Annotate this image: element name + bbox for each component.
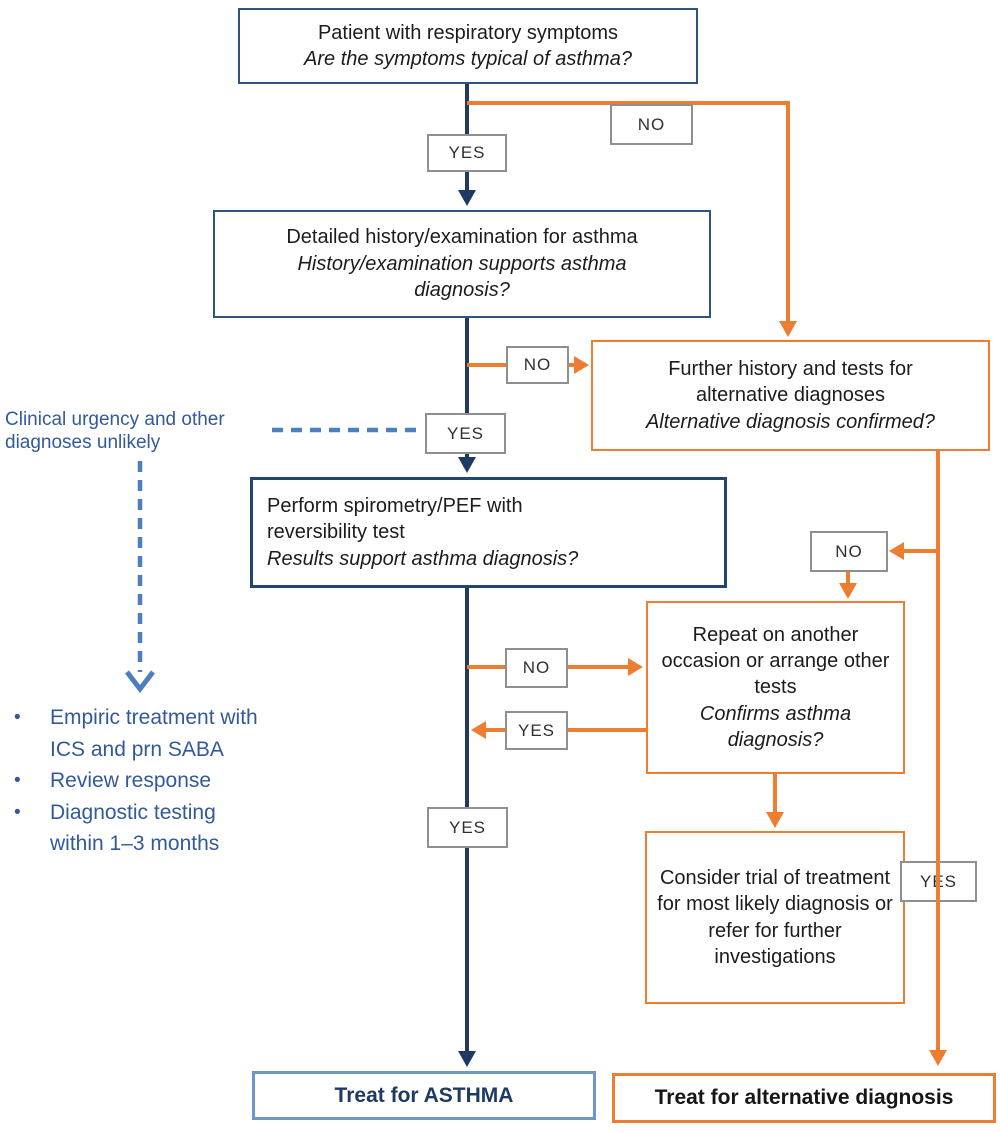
label-no-spirometry: NO	[505, 648, 568, 688]
node-treat-asthma: Treat for ASTHMA	[252, 1071, 596, 1120]
node-question: Confirms asthma diagnosis?	[699, 702, 852, 752]
list-item-text: Review response	[50, 769, 212, 792]
bullet-icon: •	[14, 770, 21, 791]
node-statement: Repeat on another occasion or arrange ot…	[661, 623, 890, 699]
list-item-text: Empiric treatment with ICS and prn SABA	[50, 706, 258, 761]
label-yes-top: YES	[427, 134, 507, 172]
node-question: Results support asthma diagnosis?	[267, 547, 579, 570]
navy-arrowheads	[458, 190, 476, 1067]
node-question: Are the symptoms typical of asthma?	[304, 48, 632, 70]
node-statement: Further history and tests for alternativ…	[668, 357, 913, 407]
orange-arrowhead	[929, 1050, 947, 1066]
node-consider-trial: Consider trial of treatment for most lik…	[645, 831, 905, 1004]
label-yes-repeat: YES	[505, 711, 568, 750]
node-treat-alternative: Treat for alternative diagnosis	[612, 1073, 996, 1123]
label-no-history: NO	[506, 346, 569, 384]
list-item: • Empiric treatment with ICS and prn SAB…	[14, 702, 266, 765]
node-statement: Detailed history/examination for asthma	[286, 226, 638, 249]
node-statement: Patient with respiratory symptoms	[317, 21, 619, 44]
bullet-icon: •	[14, 707, 21, 728]
label-yes-spirometry: YES	[427, 807, 508, 848]
empiric-treatment-list: • Empiric treatment with ICS and prn SAB…	[14, 702, 266, 860]
list-item-text: Diagnostic testing within 1–3 months	[50, 800, 220, 856]
node-detailed-history: Detailed history/examination for asthma …	[213, 210, 711, 318]
dashed-arrow-chevron	[125, 670, 155, 694]
list-item: • Review response	[14, 765, 266, 797]
label-yes-history: YES	[425, 413, 506, 454]
node-patient-symptoms: Patient with respiratory symptoms Are th…	[238, 8, 698, 84]
node-repeat-tests: Repeat on another occasion or arrange ot…	[646, 601, 905, 774]
node-statement: Perform spirometry/PEF with reversibilit…	[267, 494, 523, 544]
node-statement: Treat for ASTHMA	[334, 1083, 514, 1107]
label-no-further: NO	[810, 531, 888, 572]
list-item: • Diagnostic testing within 1–3 months	[14, 797, 266, 860]
label-no-top: NO	[610, 104, 693, 145]
node-spirometry-pef: Perform spirometry/PEF with reversibilit…	[250, 477, 727, 588]
node-statement: Treat for alternative diagnosis	[654, 1086, 954, 1110]
label-yes-alternative: YES	[900, 861, 977, 902]
node-further-history-tests: Further history and tests for alternativ…	[591, 340, 990, 451]
node-question: History/examination supports asthma diag…	[297, 252, 627, 302]
node-question: Alternative diagnosis confirmed?	[645, 410, 936, 433]
clinical-urgency-note: Clinical urgency and other diagnoses unl…	[5, 409, 225, 454]
bullet-icon: •	[14, 801, 21, 823]
node-statement: Consider trial of treatment for most lik…	[657, 866, 893, 968]
